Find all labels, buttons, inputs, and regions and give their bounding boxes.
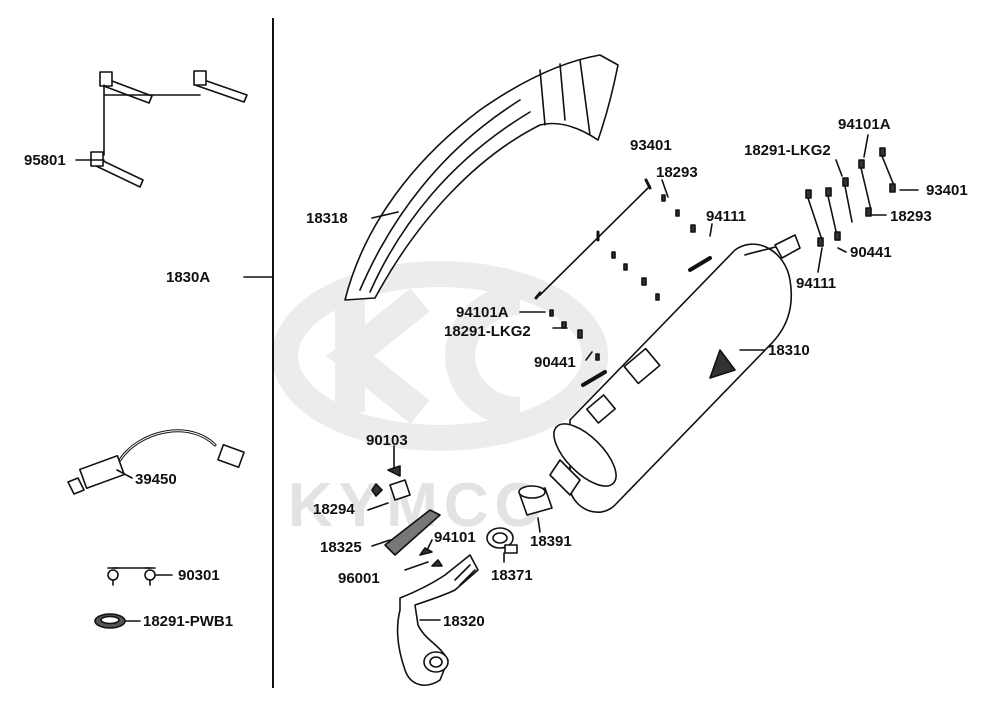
leader-94111-left: [709, 223, 713, 237]
leader-18391: [537, 517, 541, 533]
exhaust-pipe-18320-icon: [396, 554, 479, 686]
part-label-18318: 18318: [306, 210, 348, 227]
part-label-93401-right: 93401: [926, 182, 968, 199]
part-label-94111-left: 94111: [706, 208, 747, 225]
group-divider-line: [272, 18, 274, 688]
part-label-18391: 18391: [530, 533, 572, 550]
bracket-18325-icon: [371, 465, 443, 567]
part-label-96001: 96001: [338, 570, 380, 587]
oxygen-sensor-39450-icon: [67, 429, 245, 495]
bolt-95801-icon: [90, 70, 248, 188]
part-label-90103: 90103: [366, 432, 408, 449]
part-label-18371: 18371: [491, 567, 533, 584]
gasket-18391-icon: [518, 485, 553, 516]
part-label-18310: 18310: [768, 342, 810, 359]
part-label-94101: 94101: [434, 529, 476, 546]
hardware-stack-right-icon: [805, 147, 896, 247]
washer-18291-pwb1-icon: [94, 613, 126, 629]
leader-94111-right: [817, 247, 823, 273]
part-label-90441-left: 90441: [534, 354, 576, 371]
part-label-94101a-left: 94101A: [456, 304, 509, 321]
part-label-94101a-right: 94101A: [838, 116, 891, 133]
leader-39450: [116, 469, 133, 479]
mounting-bolt-93401-left-icon: [534, 178, 652, 300]
part-label-90441-right: 90441: [850, 244, 892, 261]
leader-18325: [371, 539, 391, 547]
part-label-39450: 39450: [135, 471, 177, 488]
part-label-18320: 18320: [443, 613, 485, 630]
part-label-94111-right: 94111: [796, 275, 837, 292]
part-label-93401-left: 93401: [630, 137, 672, 154]
part-label-18291-lkg2-right: 18291-LKG2: [744, 142, 831, 159]
group-label-1830a: 1830A: [166, 269, 211, 286]
muffler-18310-icon: [549, 234, 801, 514]
heat-shield-18318-icon: [344, 54, 619, 301]
part-label-18293-left: 18293: [656, 164, 698, 181]
part-label-95801: 95801: [24, 152, 66, 169]
leader-18294: [367, 502, 389, 511]
leader-18293-left: [661, 179, 669, 198]
leader-96001: [404, 561, 429, 571]
part-label-90301: 90301: [178, 567, 220, 584]
leader-94101a-right: [863, 134, 869, 158]
part-label-18291-lkg2-left: 18291-LKG2: [444, 323, 531, 340]
leader-90441-left: [585, 351, 593, 361]
hardware-stack-left-icon: [549, 194, 696, 361]
leader-18291-lkg2-right: [835, 159, 843, 177]
screw-90301-icon: [107, 567, 156, 586]
leader-18318: [371, 211, 399, 219]
part-label-18294: 18294: [313, 501, 355, 518]
leader-90441-right: [837, 247, 847, 253]
part-label-18293-right: 18293: [890, 208, 932, 225]
clamp-18371-icon: [486, 527, 518, 554]
part-label-18325: 18325: [320, 539, 362, 556]
part-label-18291-pwb1: 18291-PWB1: [143, 613, 234, 630]
leader-94101: [427, 539, 433, 549]
